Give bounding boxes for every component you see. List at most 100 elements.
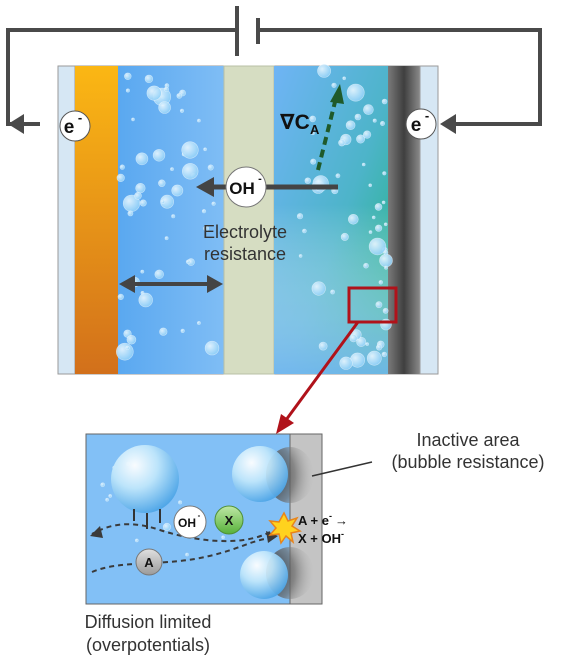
gas-bubble [298, 254, 303, 258]
gas-bubble [376, 344, 383, 351]
gas-bubble [160, 199, 166, 205]
species-a: A [135, 548, 163, 576]
gas-bubble [197, 118, 201, 123]
gas-bubble [381, 98, 388, 105]
svg-text:-: - [78, 110, 82, 125]
diffusion-paths [91, 523, 273, 573]
external-circuit [6, 6, 542, 134]
gas-bubble [170, 167, 174, 172]
gas-bubble [181, 141, 199, 159]
gas-bubble [361, 162, 366, 167]
gas-bubble [310, 131, 315, 136]
diffusion-limited-label: Diffusion limited [85, 612, 212, 632]
electrolyte-resistance-label: Electrolyte [203, 222, 287, 242]
gas-bubble [108, 494, 112, 498]
gas-bubble [127, 210, 134, 217]
svg-text:X + OH-: X + OH- [298, 529, 344, 546]
gas-bubble [382, 171, 387, 176]
gas-bubble [159, 327, 168, 336]
gas-bubble [211, 201, 216, 206]
zoom-arrow [276, 321, 360, 434]
svg-text:OH: OH [178, 516, 196, 530]
gas-bubble [152, 149, 166, 162]
gas-bubble [345, 120, 356, 130]
gas-bubble [179, 108, 185, 113]
gas-bubble [356, 336, 367, 347]
gas-bubble [154, 269, 164, 279]
svg-text:e: e [411, 115, 422, 136]
electron-right: e - [405, 108, 437, 140]
gas-bubble [135, 152, 149, 166]
gas-bubble [304, 177, 311, 184]
svg-text:-: - [258, 173, 262, 185]
gas-bubble [105, 497, 109, 502]
electrolytic-cell [57, 65, 439, 375]
gas-bubble [368, 237, 387, 256]
gas-bubble [162, 522, 171, 531]
gas-bubble [134, 192, 142, 200]
gas-bubble [171, 214, 176, 219]
gas-bubble [203, 225, 209, 232]
svg-text:-: - [198, 511, 201, 520]
gas-bubble [356, 134, 366, 144]
gas-bubble [116, 173, 125, 182]
gas-bubble [140, 269, 145, 274]
inactive-area-label-2: (bubble resistance) [391, 452, 544, 472]
gas-bubble [135, 538, 139, 543]
gas-bubble [204, 340, 220, 356]
gas-bubble [383, 222, 388, 227]
hydroxide-migration: OH - [196, 166, 338, 208]
gas-bubble [365, 342, 370, 346]
gas-bubble [372, 118, 377, 123]
gas-bubble [131, 117, 135, 122]
svg-text:A: A [310, 122, 320, 137]
inactive-area-leader [311, 461, 373, 477]
inactive-area-label: Inactive area [416, 430, 520, 450]
gas-bubble [349, 352, 365, 368]
gas-bubble [296, 213, 304, 220]
reaction-equation: A + e-→ X + OH- [298, 511, 348, 546]
gas-bubble [363, 262, 369, 269]
gas-bubble [302, 228, 307, 234]
gas-bubble [335, 173, 341, 179]
gas-bubble [185, 552, 189, 557]
diffusion-limited-label-2: (overpotentials) [86, 635, 210, 655]
gas-bubble [100, 482, 105, 488]
gas-bubble [158, 179, 166, 187]
gas-bubble [379, 253, 393, 268]
svg-text:A: A [144, 555, 154, 570]
gas-bubble [126, 334, 137, 345]
gas-bubble [375, 301, 383, 309]
gas-bubble [311, 281, 326, 296]
gas-bubble [124, 72, 132, 81]
cathode-backplate [419, 65, 439, 375]
gas-bubble [119, 164, 125, 170]
gas-bubble [381, 200, 386, 205]
gas-bubble [349, 334, 358, 343]
gas-bubble [146, 85, 162, 101]
species-hydroxide: OH - [173, 505, 207, 539]
gas-bubble [158, 101, 171, 114]
gas-bubble [330, 289, 335, 295]
gas-bubble [371, 215, 376, 220]
electrolyte-gap-double-arrow [119, 275, 223, 293]
gas-bubble [171, 184, 184, 197]
gas-bubble [180, 328, 185, 334]
svg-text:e: e [64, 117, 75, 138]
species-x: X [214, 505, 244, 535]
gas-bubble [375, 224, 383, 232]
svg-text:A + e-→: A + e-→ [298, 511, 348, 528]
gas-bubble [331, 82, 337, 88]
large-bubble-left [111, 445, 179, 513]
gas-bubble [182, 163, 199, 180]
gas-bubble [139, 199, 147, 207]
large-bubble-bottom [240, 551, 288, 599]
gas-bubble [221, 535, 225, 540]
left-electrolyte [118, 66, 224, 374]
gas-bubble [309, 115, 317, 123]
gas-bubble [366, 350, 382, 366]
svg-text:∇C: ∇C [280, 111, 310, 134]
concentration-gradient-arrow: ∇C A [280, 84, 344, 171]
gas-bubble [374, 203, 383, 211]
gas-bubble [185, 259, 191, 264]
